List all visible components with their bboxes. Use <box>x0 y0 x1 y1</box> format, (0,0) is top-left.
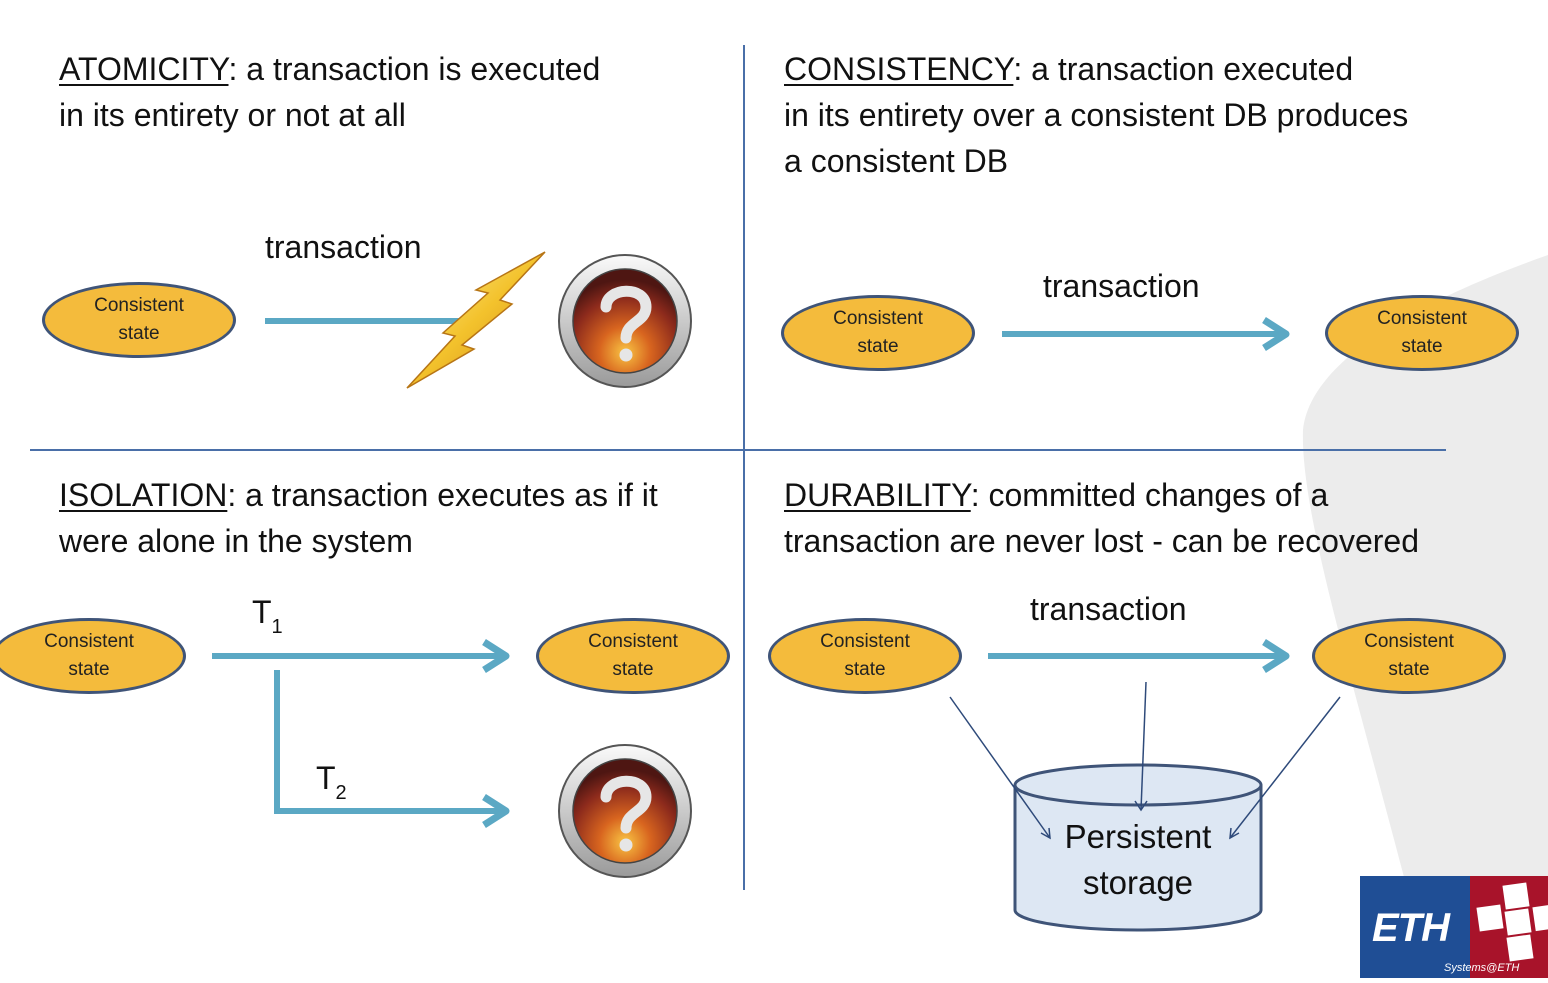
eth-logo-word: ETH <box>1372 906 1450 950</box>
state-label-line2: state <box>1401 336 1443 357</box>
durability-keyword: DURABILITY <box>784 477 971 513</box>
t2-subscript: 2 <box>335 782 347 804</box>
state-label-line1: Consistent <box>44 631 134 652</box>
storage-arrows <box>949 681 1341 840</box>
durability-start-state: Consistent state <box>768 618 962 694</box>
state-label-line1: Consistent <box>833 308 923 329</box>
durability-line1: : committed changes of a <box>970 477 1329 513</box>
durability-description: DURABILITY: committed changes of a trans… <box>784 472 1419 564</box>
isolation-keyword: ISOLATION <box>59 477 228 513</box>
eth-logo: ETH Systems@ETH <box>1360 876 1548 978</box>
isolation-line1: : a transaction executes as if it <box>227 477 658 513</box>
isolation-description: ISOLATION: a transaction executes as if … <box>59 472 658 564</box>
durability-end-state: Consistent state <box>1312 618 1506 694</box>
durability-diagram <box>949 639 1341 932</box>
state-label-line2: state <box>844 659 886 680</box>
isolation-end-state: Consistent state <box>536 618 730 694</box>
durability-transaction-arrow <box>988 639 1290 673</box>
atomicity-start-state: Consistent state <box>42 282 236 358</box>
t2-arrow <box>274 670 510 828</box>
isolation-line2: were alone in the system <box>59 523 413 559</box>
state-label-line2: state <box>118 323 160 344</box>
horizontal-divider <box>30 449 1446 451</box>
t1-letter: T <box>252 594 272 630</box>
atomicity-line1: : a transaction is executed <box>228 51 601 87</box>
consistency-end-state: Consistent state <box>1325 295 1519 371</box>
consistency-description: CONSISTENCY: a transaction executed in i… <box>784 46 1408 184</box>
state-label-line2: state <box>857 336 899 357</box>
eth-logo-red-panel <box>1470 876 1548 978</box>
t1-subscript: 1 <box>271 616 283 638</box>
eth-logo-blue-panel: ETH <box>1360 876 1470 978</box>
lightning-bolt-icon <box>406 251 546 389</box>
question-mark-icon <box>558 254 692 388</box>
state-label-line1: Consistent <box>588 631 678 652</box>
t1-label: T1 <box>252 594 283 638</box>
state-label-line2: state <box>1388 659 1430 680</box>
consistency-line3: a consistent DB <box>784 143 1009 179</box>
isolation-start-state: Consistent state <box>0 618 186 694</box>
persistent-storage-label: Persistent storage <box>1015 814 1261 906</box>
atomicity-transaction-label: transaction <box>265 229 422 265</box>
atomicity-keyword: ATOMICITY <box>59 51 229 87</box>
state-label-line1: Consistent <box>94 295 184 316</box>
eth-logo-tagline: Systems@ETH <box>1444 962 1520 974</box>
consistency-arrow <box>1002 317 1290 351</box>
durability-line2: transaction are never lost - can be reco… <box>784 523 1419 559</box>
isolation-arrows <box>212 639 510 828</box>
storage-line1: Persistent <box>1064 818 1212 855</box>
consistency-line1: : a transaction executed <box>1013 51 1354 87</box>
state-label-line1: Consistent <box>1364 631 1454 652</box>
storage-line2: storage <box>1082 864 1194 901</box>
t2-letter: T <box>316 760 336 796</box>
consistency-start-state: Consistent state <box>781 295 975 371</box>
eth-cross-icon <box>1476 882 1548 962</box>
atomicity-diagram <box>265 251 546 389</box>
persistent-storage-cylinder <box>1013 763 1263 932</box>
state-label-line2: state <box>68 659 110 680</box>
vertical-divider <box>743 45 745 890</box>
question-mark-icon <box>558 744 692 878</box>
durability-transaction-label: transaction <box>1030 591 1187 627</box>
state-label-line1: Consistent <box>1377 308 1467 329</box>
t2-label: T2 <box>316 760 347 804</box>
consistency-transaction-label: transaction <box>1043 268 1200 304</box>
state-label-line1: Consistent <box>820 631 910 652</box>
consistency-line2: in its entirety over a consistent DB pro… <box>784 97 1409 133</box>
t1-arrow <box>212 639 510 673</box>
atomicity-line2: in its entirety or not at all <box>59 97 406 133</box>
state-label-line2: state <box>612 659 654 680</box>
atomicity-description: ATOMICITY: a transaction is executed in … <box>59 46 600 138</box>
consistency-keyword: CONSISTENCY <box>784 51 1014 87</box>
